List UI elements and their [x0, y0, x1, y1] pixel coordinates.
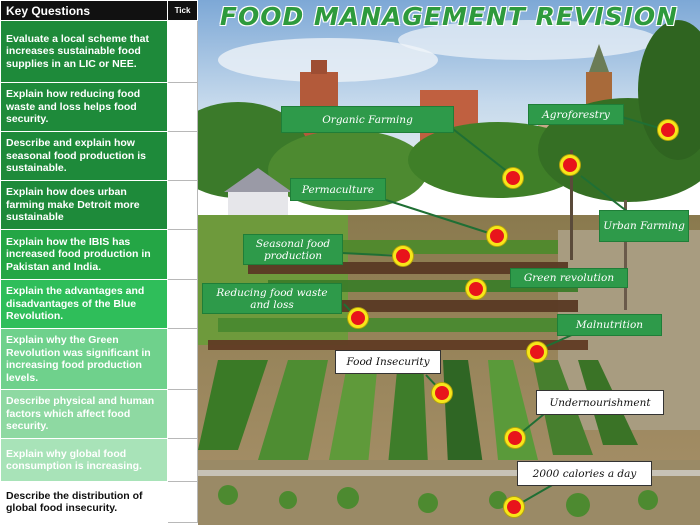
- marker-malnutrition[interactable]: [527, 342, 547, 362]
- marker-2000-calories[interactable]: [504, 497, 524, 517]
- page-title: FOOD MANAGEMENT REVISION: [219, 2, 679, 31]
- tick-box[interactable]: [167, 279, 198, 329]
- key-questions-table: Key Questions Tick Evaluate a local sche…: [0, 0, 198, 523]
- tick-box[interactable]: [167, 82, 198, 132]
- question-cell: Describe physical and human factors whic…: [0, 389, 168, 439]
- table-row: Explain how does urban farming make Detr…: [0, 180, 198, 230]
- tick-box[interactable]: [167, 481, 198, 523]
- marker-agroforestry[interactable]: [658, 120, 678, 140]
- tick-box[interactable]: [167, 438, 198, 482]
- marker-green-revolution[interactable]: [466, 279, 486, 299]
- label-green-revolution[interactable]: Green revolution: [510, 268, 628, 288]
- question-cell: Explain why the Green Revolution was sig…: [0, 328, 168, 390]
- tick-box[interactable]: [167, 180, 198, 230]
- label-agroforestry[interactable]: Agroforestry: [528, 104, 624, 125]
- label-undernourishment[interactable]: Undernourishment: [536, 390, 664, 415]
- table-header-row: Key Questions Tick: [0, 0, 198, 21]
- table-row: Evaluate a local scheme that increases s…: [0, 20, 198, 83]
- label-reducing-food-waste[interactable]: Reducing food waste and loss: [202, 283, 342, 314]
- question-cell: Describe the distribution of global food…: [0, 481, 168, 523]
- label-seasonal-food-production[interactable]: Seasonal food production: [243, 234, 343, 265]
- marker-seasonal-food[interactable]: [393, 246, 413, 266]
- key-questions-header: Key Questions: [0, 0, 168, 21]
- question-cell: Explain how reducing food waste and loss…: [0, 82, 168, 132]
- question-cell: Explain why global food consumption is i…: [0, 438, 168, 482]
- table-row: Describe and explain how seasonal food p…: [0, 131, 198, 181]
- table-row: Explain why global food consumption is i…: [0, 438, 198, 482]
- label-organic-farming[interactable]: Organic Farming: [281, 106, 454, 133]
- tick-header: Tick: [167, 0, 198, 21]
- marker-undernourishment[interactable]: [505, 428, 525, 448]
- label-urban-farming[interactable]: Urban Farming: [599, 210, 689, 242]
- table-row: Explain why the Green Revolution was sig…: [0, 328, 198, 390]
- marker-reducing-food-waste[interactable]: [348, 308, 368, 328]
- question-cell: Describe and explain how seasonal food p…: [0, 131, 168, 181]
- question-cell: Explain how the IBIS has increased food …: [0, 229, 168, 280]
- label-malnutrition[interactable]: Malnutrition: [557, 314, 662, 336]
- marker-agroforestry-2[interactable]: [560, 155, 580, 175]
- marker-permaculture[interactable]: [487, 226, 507, 246]
- tick-box[interactable]: [167, 389, 198, 439]
- table-row: Explain the advantages and disadvantages…: [0, 279, 198, 329]
- question-cell: Evaluate a local scheme that increases s…: [0, 20, 168, 83]
- tick-box[interactable]: [167, 131, 198, 181]
- urban-farm-photo: FOOD MANAGEMENT REVISION Organic Farming…: [198, 0, 700, 525]
- question-cell: Explain how does urban farming make Detr…: [0, 180, 168, 230]
- tick-box[interactable]: [167, 20, 198, 83]
- key-questions-panel: Key Questions Tick Evaluate a local sche…: [0, 0, 198, 525]
- marker-organic-farming[interactable]: [503, 168, 523, 188]
- table-row: Explain how reducing food waste and loss…: [0, 82, 198, 132]
- question-cell: Explain the advantages and disadvantages…: [0, 279, 168, 329]
- marker-food-insecurity[interactable]: [432, 383, 452, 403]
- label-2000-calories[interactable]: 2000 calories a day: [517, 461, 652, 486]
- table-row: Explain how the IBIS has increased food …: [0, 229, 198, 280]
- tick-box[interactable]: [167, 328, 198, 390]
- label-food-insecurity[interactable]: Food Insecurity: [335, 350, 441, 374]
- table-row: Describe the distribution of global food…: [0, 481, 198, 523]
- label-permaculture[interactable]: Permaculture: [290, 178, 386, 201]
- table-row: Describe physical and human factors whic…: [0, 389, 198, 439]
- tick-box[interactable]: [167, 229, 198, 280]
